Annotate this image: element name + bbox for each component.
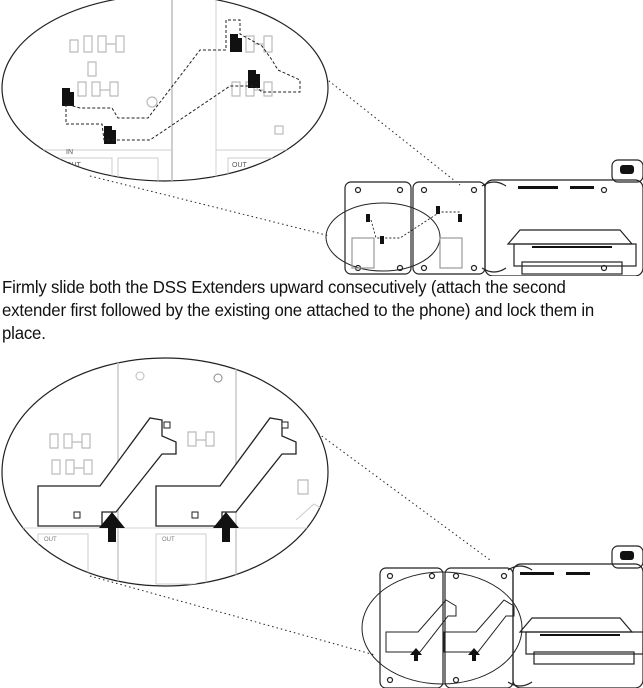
- instruction-text: Firmly slide both the DSS Extenders upwa…: [2, 277, 595, 343]
- zoom-callout: OUT OUT: [1, 357, 329, 587]
- leader-line-upper: [299, 419, 491, 561]
- zoom-callout: IN OUT OUT: [1, 0, 329, 182]
- out-label-right: OUT: [232, 162, 248, 169]
- up-arrow-icon: [99, 512, 125, 542]
- out-label-left: OUT: [44, 537, 57, 543]
- phone-assembly: [361, 545, 643, 688]
- leader-line-lower: [89, 175, 331, 237]
- in-label: IN: [66, 149, 73, 156]
- step1-diagram: IN OUT OUT: [1, 0, 643, 276]
- up-arrow-icon: [213, 512, 239, 542]
- out-label-right: OUT: [162, 537, 175, 543]
- leader-line-lower: [89, 575, 376, 656]
- phone-assembly: [325, 159, 643, 276]
- step2-diagram: OUT OUT: [1, 357, 643, 688]
